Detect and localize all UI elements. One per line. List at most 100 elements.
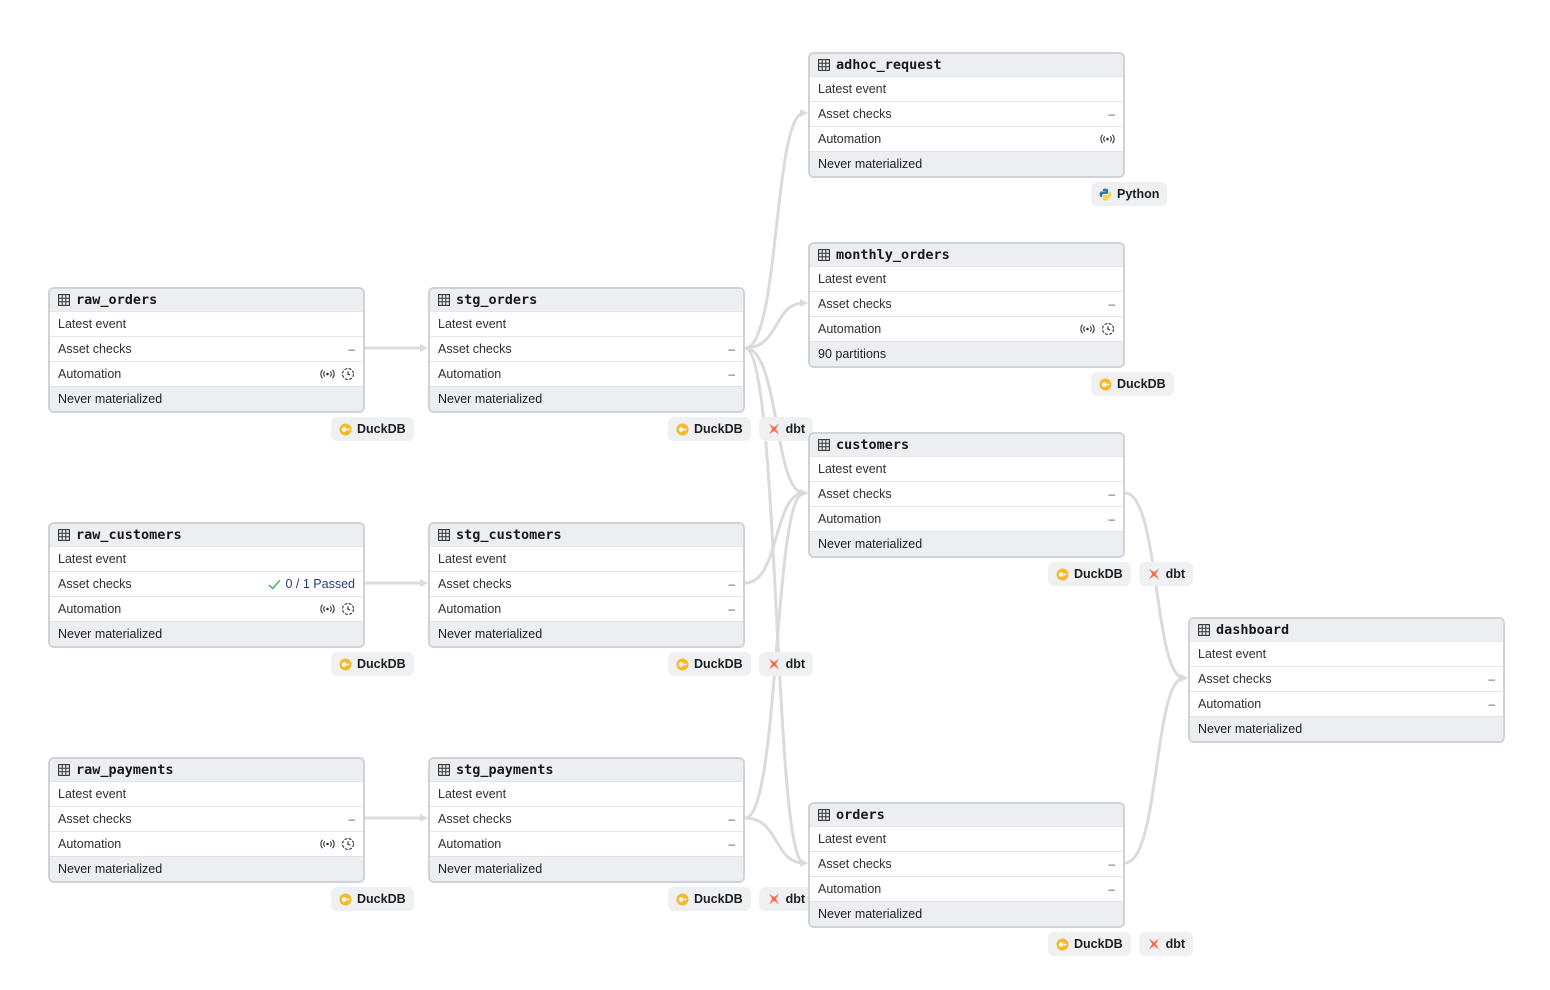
automation-row[interactable]: Automation [810, 126, 1123, 151]
kind-tag-label: Python [1117, 187, 1160, 201]
materialization-status-text: Never materialized [818, 157, 923, 171]
asset-checks-row[interactable]: Asset checks– [810, 101, 1123, 126]
asset-checks-row[interactable]: Asset checks– [810, 291, 1123, 316]
schedule-icon[interactable] [341, 602, 355, 616]
kind-tag-dbt[interactable]: dbt [758, 652, 814, 676]
asset-node-header[interactable]: customers [810, 434, 1123, 456]
asset-checks-value: – [348, 812, 355, 826]
edge-arrowhead [800, 489, 808, 497]
automation-row[interactable]: Automation– [810, 506, 1123, 531]
table-icon [818, 809, 836, 821]
kind-tag-duckdb[interactable]: DuckDB [668, 887, 751, 911]
asset-node-header[interactable]: raw_payments [50, 759, 363, 781]
kind-tag-duckdb[interactable]: DuckDB [331, 417, 414, 441]
duckdb-icon [676, 658, 689, 671]
latest-event-label: Latest event [818, 832, 887, 846]
automation-row[interactable]: Automation– [810, 876, 1123, 901]
edge-arrowhead [1180, 674, 1188, 682]
latest-event-row: Latest event [810, 76, 1123, 101]
automation-label: Automation [818, 132, 882, 146]
kind-tag-dbt[interactable]: dbt [1138, 562, 1194, 586]
table-icon [818, 249, 836, 261]
latest-event-row: Latest event [810, 826, 1123, 851]
automation-row[interactable]: Automation [50, 831, 363, 856]
latest-event-label: Latest event [1198, 647, 1267, 661]
schedule-icon[interactable] [1101, 322, 1115, 336]
asset-checks-value[interactable]: 0 / 1 Passed [285, 577, 356, 591]
materialization-status: Never materialized [50, 621, 363, 646]
automation-row[interactable]: Automation– [430, 361, 743, 386]
kind-tag-dbt[interactable]: dbt [758, 417, 814, 441]
asset-node-header[interactable]: orders [810, 804, 1123, 826]
duckdb-icon [339, 423, 352, 436]
asset-node-header[interactable]: dashboard [1190, 619, 1503, 641]
dbt-icon [767, 892, 781, 906]
materialization-status: Never materialized [50, 386, 363, 411]
asset-node-header[interactable]: stg_customers [430, 524, 743, 546]
kind-tag-dbt[interactable]: dbt [1138, 932, 1194, 956]
kind-tag-duckdb[interactable]: DuckDB [331, 652, 414, 676]
latest-event-row: Latest event [50, 546, 363, 571]
automation-row[interactable]: Automation [50, 361, 363, 386]
asset-checks-value: – [728, 577, 735, 591]
schedule-icon[interactable] [341, 367, 355, 381]
asset-checks-row[interactable]: Asset checks– [810, 851, 1123, 876]
asset-checks-row[interactable]: Asset checks– [50, 336, 363, 361]
kind-tag-duckdb[interactable]: DuckDB [1091, 372, 1174, 396]
kind-tag-duckdb[interactable]: DuckDB [331, 887, 414, 911]
sensor-icon[interactable] [320, 839, 335, 849]
kind-tag-dbt[interactable]: dbt [758, 887, 814, 911]
kind-tag-duckdb[interactable]: DuckDB [1048, 562, 1131, 586]
automation-row[interactable]: Automation– [430, 596, 743, 621]
kind-tag-python[interactable]: Python [1091, 182, 1168, 206]
asset-kind-tags: DuckDB dbt [668, 887, 814, 911]
automation-value: – [1488, 697, 1495, 711]
asset-checks-row[interactable]: Asset checks– [430, 336, 743, 361]
automation-label: Automation [58, 602, 122, 616]
latest-event-label: Latest event [818, 462, 887, 476]
automation-row[interactable]: Automation– [1190, 691, 1503, 716]
asset-checks-row[interactable]: Asset checks– [430, 806, 743, 831]
sensor-icon[interactable] [1100, 134, 1115, 144]
sensor-icon[interactable] [1080, 324, 1095, 334]
asset-node-header[interactable]: monthly_orders [810, 244, 1123, 266]
automation-row[interactable]: Automation– [430, 831, 743, 856]
asset-checks-label: Asset checks [58, 812, 132, 826]
automation-row[interactable]: Automation [810, 316, 1123, 341]
automation-label: Automation [818, 882, 882, 896]
asset-node-header[interactable]: raw_orders [50, 289, 363, 311]
asset-node-header[interactable]: adhoc_request [810, 54, 1123, 76]
asset-checks-row[interactable]: Asset checks– [430, 571, 743, 596]
kind-tag-duckdb[interactable]: DuckDB [668, 417, 751, 441]
automation-row[interactable]: Automation [50, 596, 363, 621]
asset-checks-row[interactable]: Asset checks– [810, 481, 1123, 506]
edge-arrowhead [800, 109, 808, 117]
edge-arrowhead [800, 489, 808, 497]
schedule-icon[interactable] [341, 837, 355, 851]
materialization-status-text: Never materialized [438, 627, 543, 641]
asset-node-header[interactable]: stg_payments [430, 759, 743, 781]
sensor-icon[interactable] [320, 369, 335, 379]
asset-checks-row[interactable]: Asset checks – [50, 806, 363, 831]
kind-tag-duckdb[interactable]: DuckDB [1048, 932, 1131, 956]
asset-node-header[interactable]: stg_orders [430, 289, 743, 311]
latest-event-row: Latest event [50, 311, 363, 336]
asset-node-header[interactable]: raw_customers [50, 524, 363, 546]
kind-tag-duckdb[interactable]: DuckDB [668, 652, 751, 676]
asset-checks-row[interactable]: Asset checks– [1190, 666, 1503, 691]
asset-name: stg_payments [456, 762, 554, 778]
latest-event-row: Latest event [1190, 641, 1503, 666]
sensor-icon[interactable] [320, 604, 335, 614]
